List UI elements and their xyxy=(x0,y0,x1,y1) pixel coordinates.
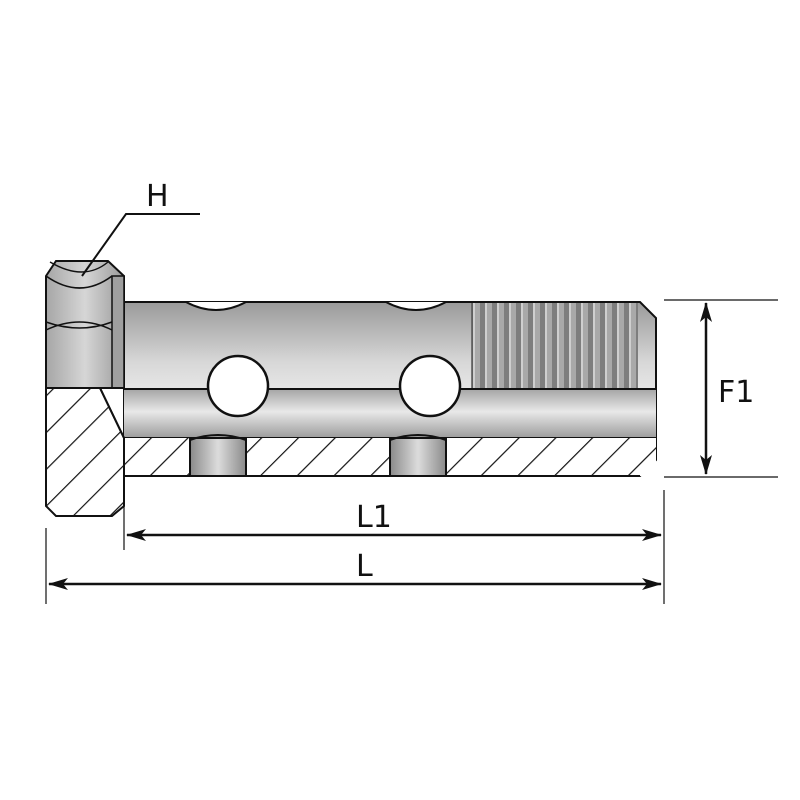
thread-zone xyxy=(472,303,638,388)
cross-hole-1 xyxy=(206,354,270,418)
cross-hole-slot-1 xyxy=(189,437,247,477)
cross-hole-slot-2 xyxy=(389,437,447,477)
total-length-dimension: L xyxy=(45,528,662,604)
section-hatching xyxy=(124,434,656,477)
cross-hole-2 xyxy=(398,354,462,418)
length-l1-dimension: L1 xyxy=(123,490,665,604)
thread-diameter-label: F1 xyxy=(718,375,754,410)
thread-diameter-dimension: F1 xyxy=(664,299,778,478)
length-l1-label: L1 xyxy=(356,500,392,535)
cross-holes xyxy=(206,354,462,418)
hex-head xyxy=(45,260,125,517)
hex-size-label: H xyxy=(146,179,169,214)
total-length-label: L xyxy=(356,549,373,584)
hex-size-callout: H xyxy=(81,179,200,277)
bolt-bore xyxy=(124,390,656,439)
